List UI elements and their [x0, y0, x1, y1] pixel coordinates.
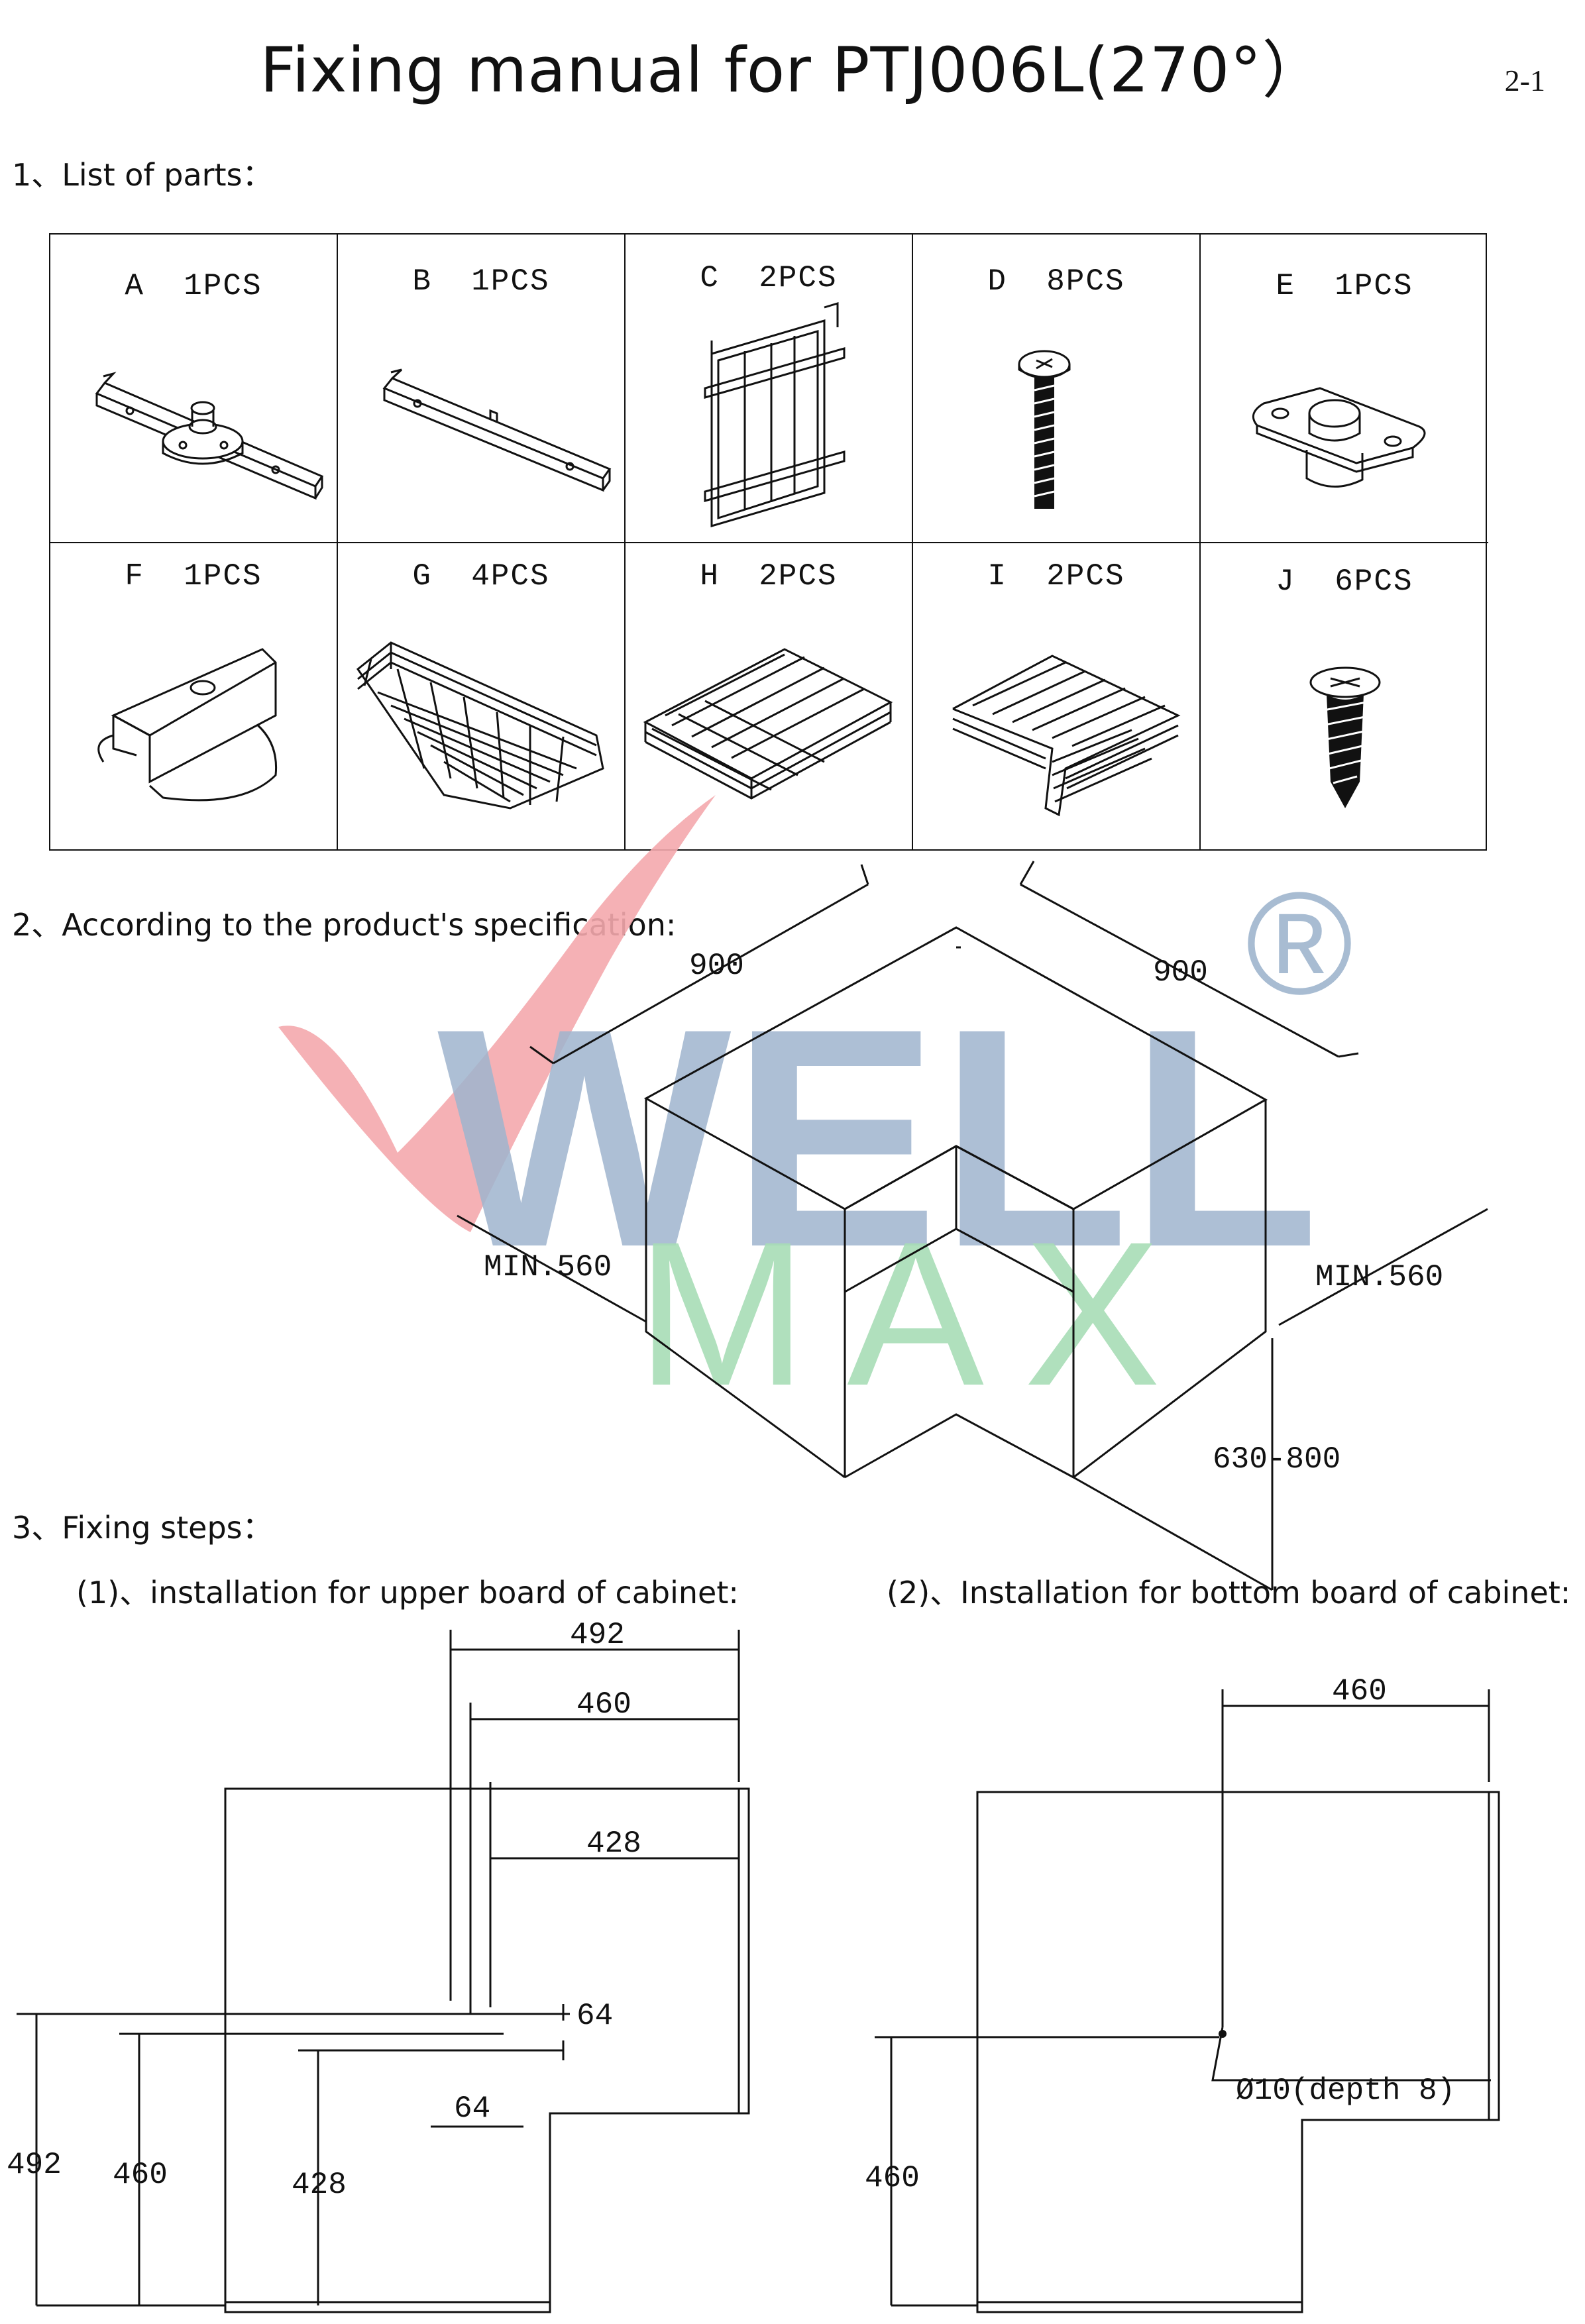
part-label: E 1PCS [1276, 269, 1413, 303]
part-cell-b: B 1PCS [338, 235, 626, 543]
dim-bottom-left-460: 460 [865, 2161, 920, 2195]
part-cell-c: C 2PCS [626, 235, 913, 543]
dim-width-right: 900 [1153, 955, 1208, 990]
dim-upper-428: 428 [586, 1826, 641, 1861]
dim-upper-left-428: 428 [292, 2168, 347, 2202]
dim-upper-64-bottom: 64 [454, 2091, 490, 2126]
wire-basket-icon [643, 648, 893, 800]
part-label: D 8PCS [987, 264, 1125, 299]
bearing-plate-icon [1252, 387, 1426, 488]
section-parts-heading: 1、List of parts： [12, 157, 273, 193]
part-cell-a: A 1PCS [50, 235, 338, 543]
section-steps-heading: 3、Fixing steps： [12, 1510, 273, 1546]
part-label: H 2PCS [700, 559, 838, 594]
part-cell-f: F 1PCS [50, 543, 338, 851]
part-label: G 4PCS [412, 559, 550, 594]
parts-table: A 1PCS B 1PCS [49, 233, 1488, 851]
corner-basket-icon [356, 641, 604, 810]
l-shaped-basket-icon [952, 655, 1181, 817]
center-bracket-with-pivot-icon [95, 372, 324, 500]
cabinet-isometric-drawing: 900 900 MIN.560 MIN.560 630-800 [457, 861, 1488, 1591]
step-bottom-board-heading: (2)、Installation for bottom board of cab… [887, 1575, 1571, 1611]
drill-hole-note: Ø10(depth 8) [1236, 2074, 1455, 2108]
dim-bottom-460: 460 [1332, 1674, 1387, 1709]
part-cell-e: E 1PCS [1201, 235, 1488, 543]
bolt-screw-icon [1018, 350, 1071, 509]
part-label: I 2PCS [987, 559, 1125, 594]
part-label: A 1PCS [125, 269, 262, 303]
drill-hole-marker [1219, 2030, 1227, 2038]
bottom-board-drawing: 460 460 Ø10(depth 8) [865, 1674, 1500, 2313]
part-cell-g: G 4PCS [338, 543, 626, 851]
dim-upper-left-492: 492 [7, 2148, 62, 2182]
dim-upper-460: 460 [576, 1687, 631, 1722]
dim-depth-right: MIN.560 [1315, 1260, 1443, 1294]
part-label: B 1PCS [412, 264, 550, 299]
part-cell-d: D 8PCS [913, 235, 1201, 543]
part-cell-j: J 6PCS [1201, 543, 1488, 851]
frame-rack-icon [704, 301, 846, 528]
part-label: J 6PCS [1276, 564, 1413, 599]
part-label: C 2PCS [700, 261, 838, 295]
dim-height: 630-800 [1213, 1442, 1340, 1477]
dim-upper-left-460: 460 [113, 2158, 168, 2192]
page-title: Fixing manual for PTJ006L(270°） [260, 34, 1325, 107]
part-cell-h: H 2PCS [626, 543, 913, 851]
center-bracket-icon [382, 368, 612, 492]
part-label: F 1PCS [125, 559, 262, 594]
part-cell-i: I 2PCS [913, 543, 1201, 851]
dim-upper-64-right: 64 [576, 1999, 613, 2033]
bottom-bracket-icon [97, 648, 278, 802]
wood-screw-icon [1309, 666, 1381, 808]
upper-board-drawing: 492 460 428 64 64 492 460 428 [7, 1618, 750, 2313]
dim-upper-492: 492 [570, 1618, 625, 1652]
step-upper-board-heading: (1)、installation for upper board of cabi… [76, 1575, 739, 1611]
dim-depth-left: MIN.560 [484, 1250, 612, 1285]
dim-width-left: 900 [689, 949, 744, 983]
page-number: 2-1 [1504, 64, 1545, 97]
